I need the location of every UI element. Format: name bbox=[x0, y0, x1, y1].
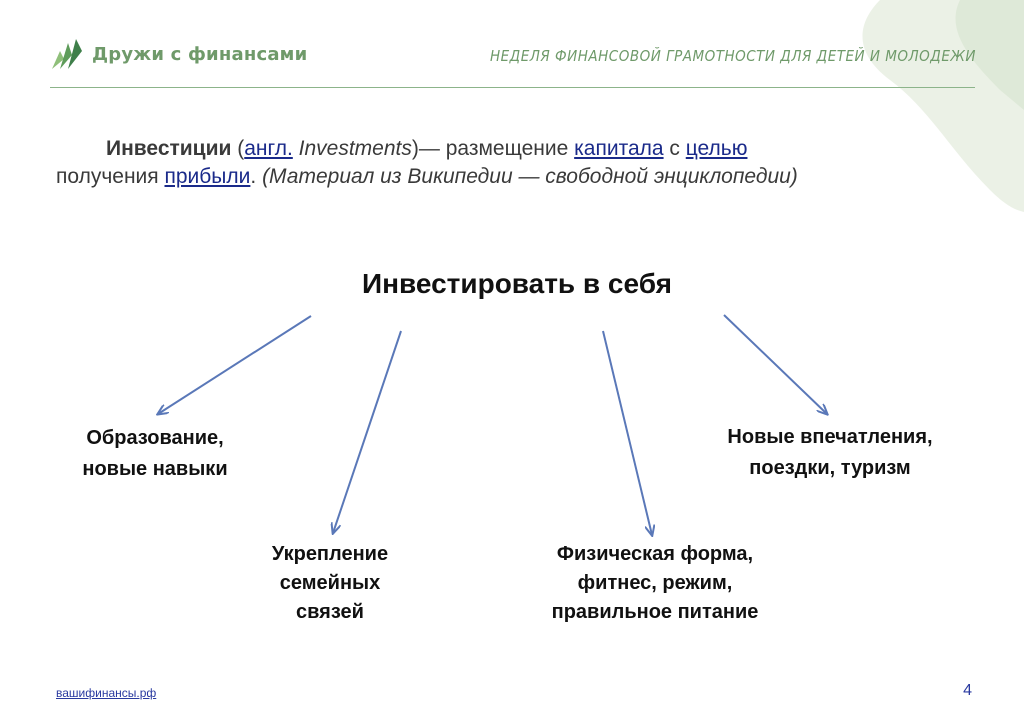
text-fragment: ( bbox=[231, 137, 245, 160]
text-fragment: )— размещение bbox=[411, 137, 575, 160]
branch-line: поездки, туризм bbox=[749, 457, 911, 479]
definition-term: Инвестиции bbox=[106, 137, 232, 160]
footer-site-link[interactable]: вашифинансы.рф bbox=[56, 686, 157, 700]
branch-line: Образование, bbox=[86, 427, 224, 449]
link-capital[interactable]: капитала bbox=[574, 137, 664, 160]
arrow-to-fitness bbox=[602, 330, 652, 535]
brand-logo[interactable]: Дружи с финансами bbox=[50, 37, 307, 71]
branch-line: семейных bbox=[279, 572, 381, 594]
link-english[interactable]: англ. bbox=[244, 137, 293, 160]
branch-line: Укрепление bbox=[271, 543, 389, 565]
definition-source: (Материал из Википедии — свободной энцик… bbox=[262, 165, 798, 188]
header-event-title: Неделя финансовой грамотности для детей … bbox=[490, 47, 976, 65]
arrow-to-travel bbox=[723, 314, 827, 414]
branch-family: Укрепление семейных связей bbox=[240, 540, 420, 627]
text-fragment: получения bbox=[56, 165, 165, 188]
branch-education: Образование, новые навыки bbox=[55, 423, 255, 485]
arrow-to-family bbox=[333, 330, 402, 533]
branch-travel: Новые впечатления, поездки, туризм bbox=[680, 422, 980, 484]
link-profit[interactable]: прибыли bbox=[164, 165, 251, 188]
branch-line: связей bbox=[296, 601, 364, 623]
text-fragment: с bbox=[663, 137, 686, 160]
investment-definition: Инвестиции (англ. Investments)— размещен… bbox=[56, 135, 956, 191]
text-fragment: . bbox=[250, 165, 263, 188]
logo-mark-icon bbox=[52, 39, 82, 69]
link-goal[interactable]: целью bbox=[685, 137, 748, 160]
arrow-to-education bbox=[158, 315, 312, 414]
english-term: Investments bbox=[292, 137, 412, 160]
branch-line: Новые впечатления, bbox=[727, 426, 933, 448]
branch-line: Физическая форма, bbox=[556, 543, 754, 565]
logo-text: Дружи с финансами bbox=[92, 43, 308, 65]
branch-line: фитнес, режим, bbox=[577, 572, 733, 594]
branch-line: новые навыки bbox=[82, 458, 228, 480]
page-number: 4 bbox=[963, 682, 972, 699]
branch-fitness: Физическая форма, фитнес, режим, правиль… bbox=[505, 540, 805, 627]
branch-line: правильное питание bbox=[551, 601, 759, 623]
header-divider bbox=[50, 87, 975, 88]
central-topic: Инвестировать в себя bbox=[362, 268, 672, 299]
